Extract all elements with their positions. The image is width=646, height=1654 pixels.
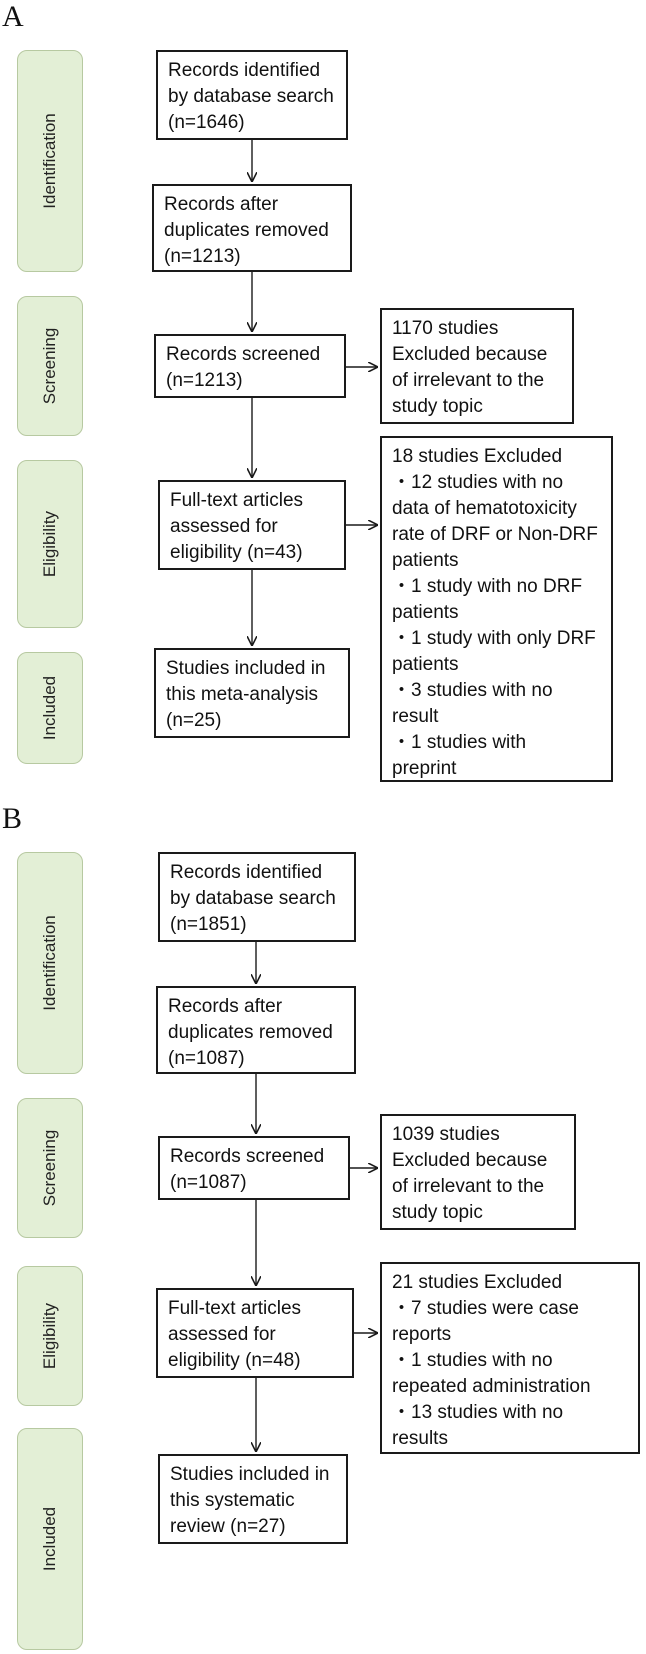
box-fulltext-assessed-a: Full-text articles assessed for eligibil… <box>158 480 346 570</box>
box-line: ・1 studies with <box>392 732 527 753</box>
box-line: duplicates removed <box>164 220 329 241</box>
box-line: ・1 study with only DRF <box>392 628 596 649</box>
box-line: Full-text articles <box>170 490 304 511</box>
stage-identification-b: Identification <box>17 852 83 1074</box>
box-line: assessed for <box>170 516 278 537</box>
box-line: Records identified <box>170 862 323 883</box>
box-line: study topic <box>392 1202 483 1223</box>
box-line: (n=1213) <box>164 246 241 267</box>
box-line: patients <box>392 602 459 623</box>
box-line: 21 studies Excluded <box>392 1272 563 1293</box>
stage-identification-a: Identification <box>17 50 83 272</box>
box-line: (n=1213) <box>166 370 243 391</box>
box-records-deduplicated-b: Records after duplicates removed (n=1087… <box>156 986 356 1074</box>
box-line: eligibility (n=48) <box>168 1350 301 1371</box>
box-records-deduplicated-a: Records after duplicates removed (n=1213… <box>152 184 352 272</box>
box-line: eligibility (n=43) <box>170 542 303 563</box>
box-line: data of hematotoxicity <box>392 498 577 519</box>
stage-screening-a: Screening <box>17 296 83 436</box>
box-line: assessed for <box>168 1324 276 1345</box>
box-line: Excluded because <box>392 1150 548 1171</box>
box-line: of irrelevant to the <box>392 370 545 391</box>
box-line: by database search <box>168 86 334 107</box>
box-line: patients <box>392 550 459 571</box>
panel-b-label: B <box>2 802 23 835</box>
box-line: review (n=27) <box>170 1516 286 1537</box>
box-line: Studies included in <box>166 658 326 679</box>
box-line: ・3 studies with no <box>392 680 553 701</box>
box-line: Records screened <box>170 1146 325 1167</box>
stage-eligibility-b: Eligibility <box>17 1266 83 1406</box>
stage-screening-b: Screening <box>17 1098 83 1238</box>
box-line: reports <box>392 1324 452 1345</box>
box-line: (n=1646) <box>168 112 245 133</box>
box-line: 1039 studies <box>392 1124 500 1145</box>
stage-included-b: Included <box>17 1428 83 1650</box>
box-line: ・13 studies with no <box>392 1402 564 1423</box>
box-line: Records screened <box>166 344 321 365</box>
box-excluded-fulltext-a: 18 studies Excluded ・12 studies with no … <box>380 436 613 782</box>
box-line: ・1 study with no DRF <box>392 576 583 597</box>
box-line: this systematic <box>170 1490 295 1511</box>
box-excluded-screening-b: 1039 studies Excluded because of irrelev… <box>380 1114 576 1230</box>
box-line: (n=1087) <box>170 1172 247 1193</box>
box-line: rate of DRF or Non-DRF <box>392 524 598 545</box>
panel-a-label: A <box>2 0 24 33</box>
box-line: duplicates removed <box>168 1022 333 1043</box>
box-line: ・7 studies were case <box>392 1298 579 1319</box>
box-studies-included-b: Studies included in this systematic revi… <box>158 1454 348 1544</box>
box-line: of irrelevant to the <box>392 1176 545 1197</box>
box-excluded-screening-a: 1170 studies Excluded because of irrelev… <box>380 308 574 424</box>
box-line: (n=1087) <box>168 1048 245 1069</box>
box-records-screened-a: Records screened (n=1213) <box>154 334 346 398</box>
box-line: this meta-analysis <box>166 684 319 705</box>
box-line: Studies included in <box>170 1464 330 1485</box>
box-fulltext-assessed-b: Full-text articles assessed for eligibil… <box>156 1288 354 1378</box>
box-line: preprint <box>392 758 457 779</box>
box-line: repeated administration <box>392 1376 591 1397</box>
box-studies-included-a: Studies included in this meta-analysis (… <box>154 648 350 738</box>
stage-included-a: Included <box>17 652 83 764</box>
box-line: Records after <box>168 996 283 1017</box>
box-line: by database search <box>170 888 336 909</box>
box-line: ・12 studies with no <box>392 472 564 493</box>
box-line: Records after <box>164 194 279 215</box>
box-line: study topic <box>392 396 483 417</box>
box-line: (n=25) <box>166 710 222 731</box>
box-records-identified-b: Records identified by database search (n… <box>158 852 356 942</box>
box-line: result <box>392 706 439 727</box>
box-records-screened-b: Records screened (n=1087) <box>158 1136 350 1200</box>
box-records-identified-a: Records identified by database search (n… <box>156 50 348 140</box>
box-excluded-fulltext-b: 21 studies Excluded ・7 studies were case… <box>380 1262 640 1454</box>
box-line: 18 studies Excluded <box>392 446 563 467</box>
box-line: (n=1851) <box>170 914 247 935</box>
box-line: Full-text articles <box>168 1298 302 1319</box>
box-line: ・1 studies with no <box>392 1350 553 1371</box>
box-line: patients <box>392 654 459 675</box>
box-line: Excluded because <box>392 344 548 365</box>
box-line: 1170 studies <box>392 318 499 339</box>
box-line: Records identified <box>168 60 321 81</box>
box-line: results <box>392 1428 448 1449</box>
stage-eligibility-a: Eligibility <box>17 460 83 628</box>
